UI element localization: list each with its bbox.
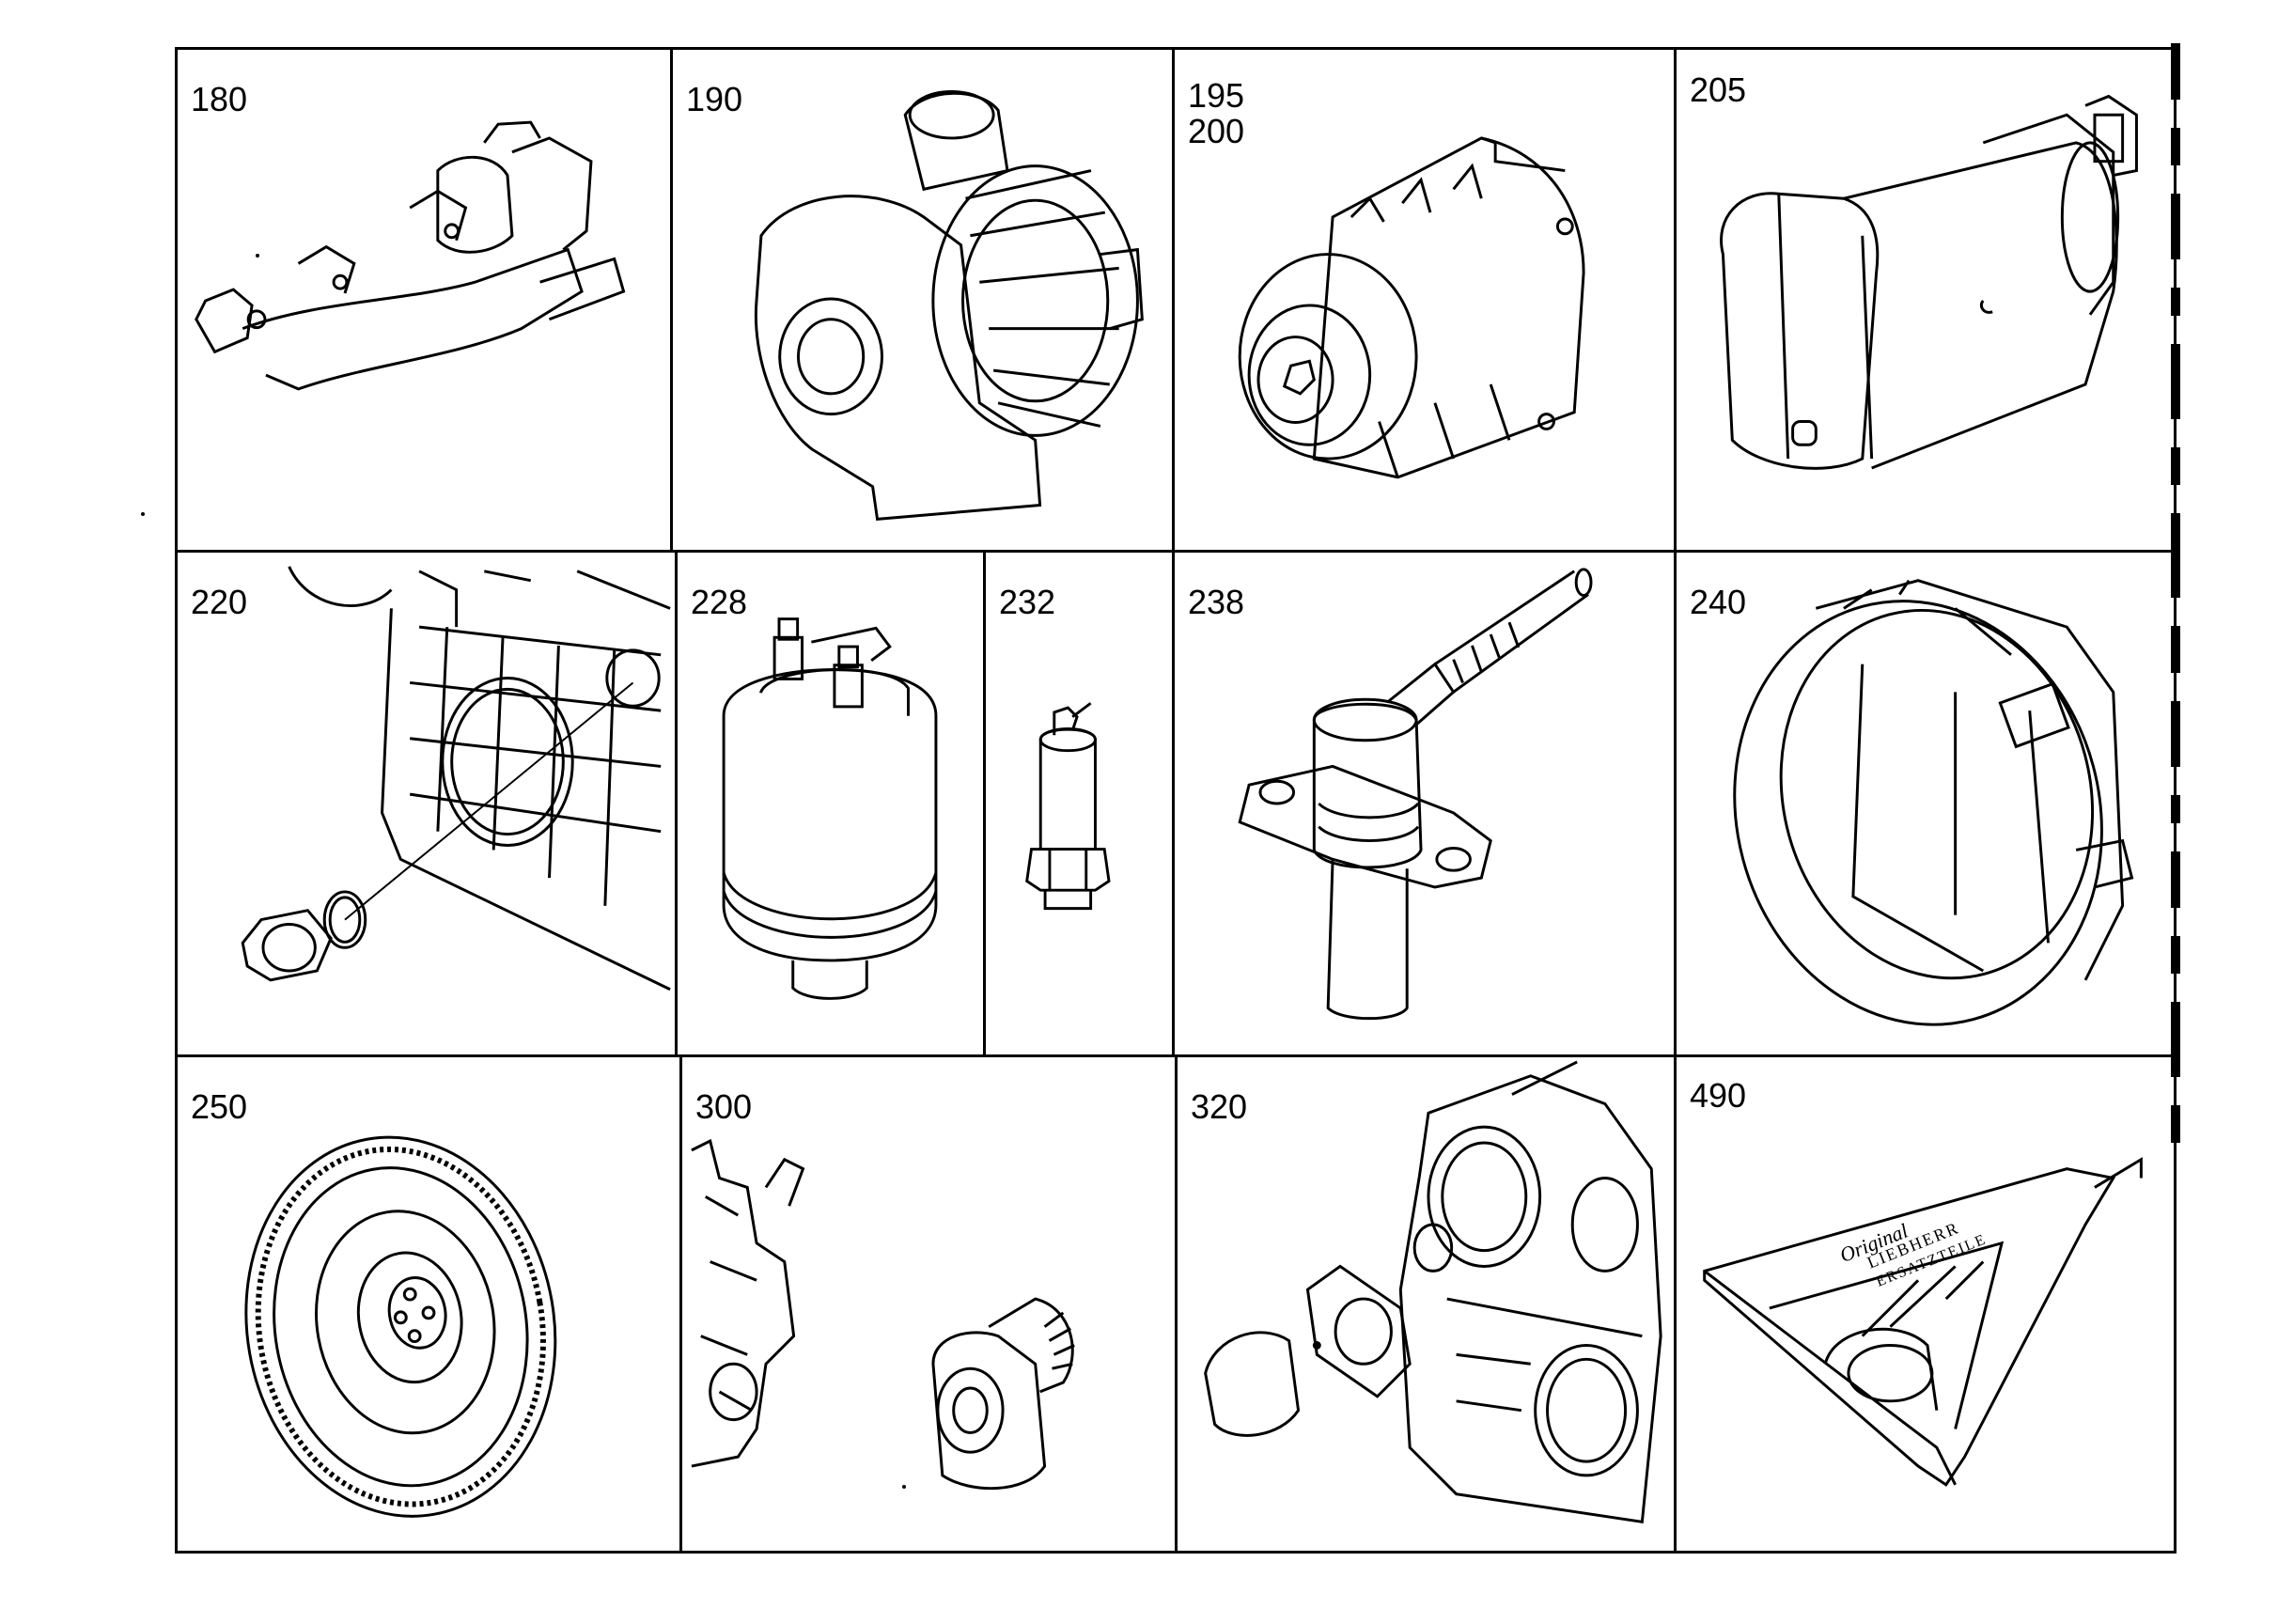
parts-grid: 180 190 195 200 [175,47,2177,1554]
turbocharger-icon [754,90,1144,521]
cell-205[interactable]: 205 [1674,47,2177,553]
part-number-220: 220 [191,583,248,621]
cell-220[interactable]: 220 [175,550,678,1057]
part-number-205: 205 [1690,70,1747,109]
solenoid-sensor-icon [722,617,938,1000]
cell-195-200[interactable]: 195 200 [1172,47,1677,553]
flywheel-housing-icon [1733,579,2134,1026]
part-number-195-200: 195 200 [1188,76,1245,150]
injection-pump-icon [691,1138,1075,1491]
cell-240[interactable]: 240 [1674,550,2177,1057]
cell-228[interactable]: 228 [675,550,986,1057]
parts-kit-box-icon [1703,1157,2143,1487]
cell-250[interactable]: 250 [175,1054,682,1554]
part-number-320: 320 [1191,1087,1248,1126]
starter-motor-icon [1720,94,2138,470]
part-number-232: 232 [999,583,1056,621]
cell-180[interactable]: 180 [175,47,673,553]
part-number-228: 228 [691,583,748,621]
cell-190[interactable]: 190 [670,47,1175,553]
part-number-240: 240 [1690,583,1747,621]
flywheel-icon [244,1135,557,1518]
part-number-250: 250 [191,1087,248,1126]
part-number-300: 300 [695,1087,753,1126]
part-number-190: 190 [686,80,743,118]
cell-320[interactable]: 320 [1175,1054,1677,1554]
part-number-238: 238 [1188,583,1245,621]
scan-edge-marks [2171,43,2184,1509]
part-number-490: 490 [1690,1076,1747,1115]
cell-300[interactable]: 300 [679,1054,1178,1554]
speck [256,254,259,258]
exhaust-manifold-icon [195,120,626,391]
block-cover-seal-icon [241,566,671,992]
part-number-180: 180 [191,80,248,118]
cell-490[interactable]: 490 Original LIEBHERR ERSATZTEILE [1674,1054,2177,1554]
speck [902,1485,906,1489]
alternator-icon [1238,136,1585,479]
timing-case-cover-icon [1204,1060,1662,1524]
speed-sensor-icon [1238,568,1593,1021]
pressure-switch-icon [1025,702,1111,911]
speck [141,512,145,516]
cell-232[interactable]: 232 [983,550,1175,1057]
cell-238[interactable]: 238 [1172,550,1677,1057]
